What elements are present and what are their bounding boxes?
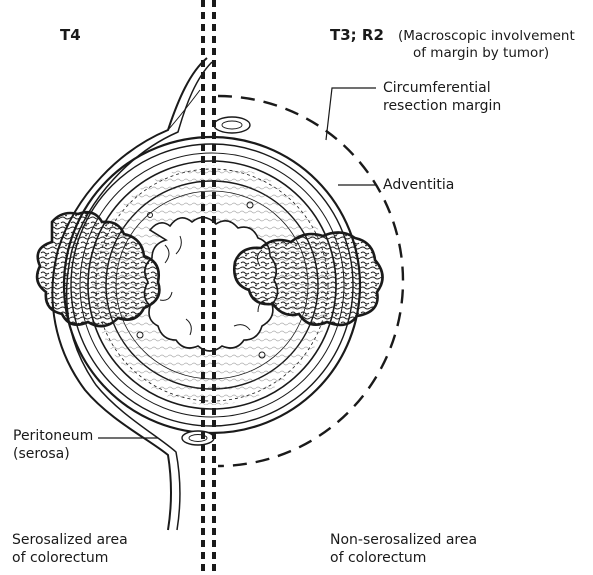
left-stage-label: T4 [60, 27, 81, 44]
non-serosalized-area-line1: Non-serosalized area [330, 532, 477, 549]
crm-label-line1: Circumferential [383, 80, 491, 97]
serosalized-area-line1: Serosalized area [12, 532, 128, 549]
right-stage-label: T3; R2 [330, 27, 384, 44]
crm-leader-line [326, 88, 376, 140]
adventitia-label: Adventitia [383, 177, 454, 194]
non-serosalized-area-line2: of colorectum [330, 550, 426, 567]
serosalized-area-line2: of colorectum [12, 550, 108, 567]
right-stage-note-line2: of margin by tumor) [413, 45, 549, 62]
peritoneum-label-line2: (serosa) [13, 446, 70, 463]
peritoneum-label-line1: Peritoneum [13, 428, 93, 445]
crm-label-line2: resection margin [383, 98, 501, 115]
right-stage-note-line1: (Macroscopic involvement [398, 28, 575, 45]
